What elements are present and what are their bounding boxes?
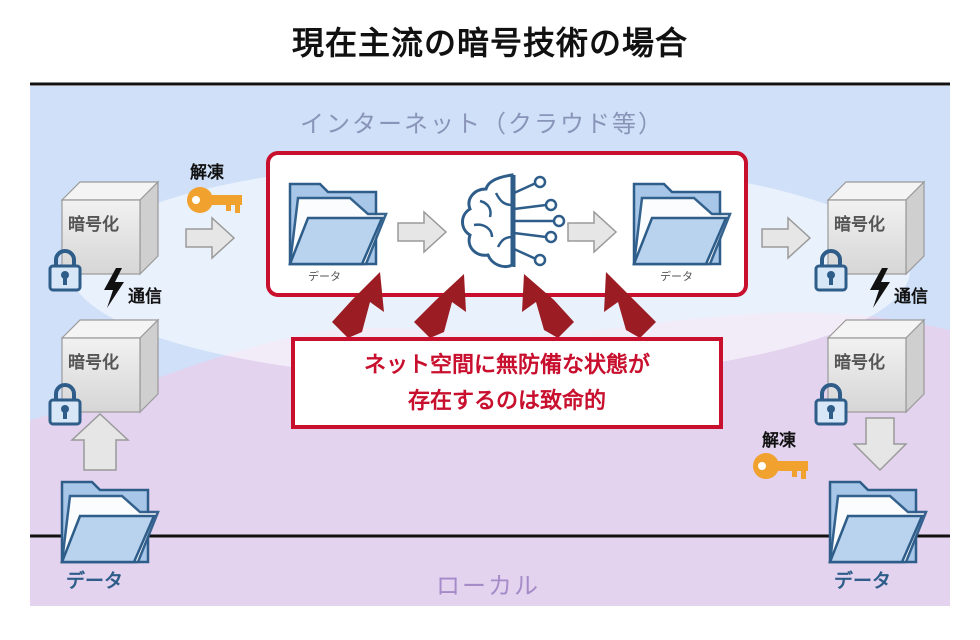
warning-arrow-4 xyxy=(604,272,656,338)
right-lower-cube-label: 暗号化 xyxy=(834,353,885,373)
right-upper-cube-label: 暗号化 xyxy=(834,215,885,235)
left-upper-cube-label: 暗号化 xyxy=(68,215,119,235)
left-data-label: データ xyxy=(66,570,124,592)
left-up-arrow xyxy=(70,412,130,471)
local-zone-label: ローカル xyxy=(436,572,540,600)
page-title: 現在主流の暗号技術の場合 xyxy=(291,24,688,62)
ai-brain-icon xyxy=(461,173,566,269)
left-communication-label: 通信 xyxy=(128,287,162,307)
warning-arrow-3 xyxy=(522,274,574,338)
center-right-data-label: データ xyxy=(660,270,693,283)
warning-callout: ネット空間に無防備な状態が 存在するのは致命的 xyxy=(291,337,723,429)
warning-arrows xyxy=(332,272,656,338)
right-data-label: データ xyxy=(834,570,892,592)
warning-line-2: 存在するのは致命的 xyxy=(407,389,606,414)
warning-arrow-2 xyxy=(414,274,466,338)
internet-zone-label: インターネット（クラウド等） xyxy=(300,110,664,138)
right-communication-label: 通信 xyxy=(894,287,928,307)
left-decrypt-label: 解凍 xyxy=(190,163,224,183)
warning-arrow-1 xyxy=(332,272,384,338)
center-left-folder-icon xyxy=(288,182,388,266)
right-decrypt-label: 解凍 xyxy=(762,431,796,451)
warning-line-1: ネット空間に無防備な状態が xyxy=(363,353,650,378)
left-lower-cube-label: 暗号化 xyxy=(68,353,119,373)
center-left-data-label: データ xyxy=(308,270,341,283)
right-data-folder-icon xyxy=(828,480,928,564)
left-data-folder-icon xyxy=(60,480,160,564)
center-right-folder-icon xyxy=(632,182,732,266)
right-down-arrow xyxy=(852,417,908,472)
